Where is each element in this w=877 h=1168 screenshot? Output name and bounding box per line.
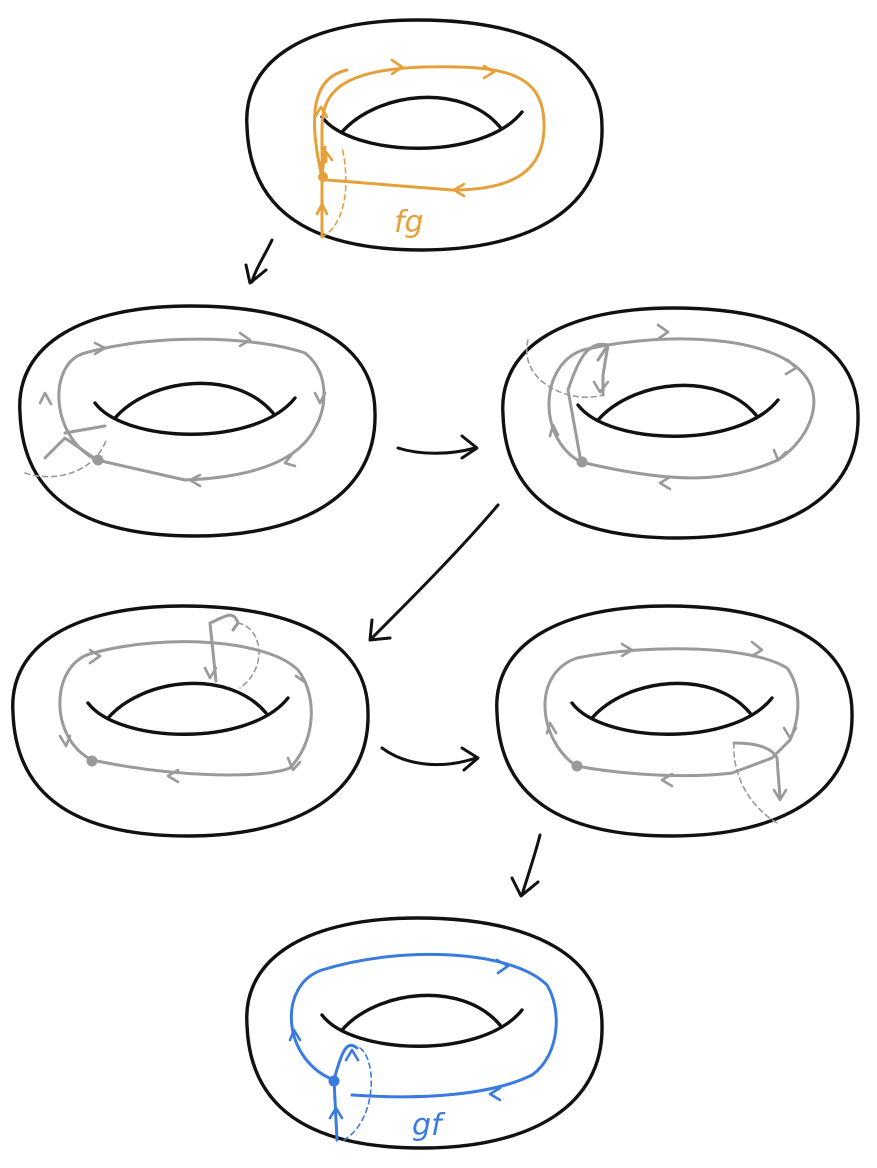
loop-fg <box>312 58 546 239</box>
loop-step-4 <box>543 640 800 824</box>
arrow-4-to-5 <box>380 746 480 772</box>
loop-step-2 <box>525 323 816 491</box>
torus-step-1 <box>18 304 377 538</box>
arrow-1-to-2 <box>244 238 274 285</box>
flow-arrows <box>244 238 542 898</box>
torus-step-3 <box>11 604 370 838</box>
torus-step-4 <box>495 604 854 838</box>
torus-gf: gf <box>245 916 604 1150</box>
torus-fg: fg <box>245 18 604 252</box>
label-fg: fg <box>394 205 424 240</box>
loop-step-3 <box>58 613 313 784</box>
loop-step-1 <box>24 331 327 488</box>
torus-step-2 <box>501 306 860 540</box>
label-gf: gf <box>412 1108 446 1143</box>
arrow-5-to-6 <box>510 833 542 898</box>
arrow-3-to-4 <box>368 503 500 642</box>
arrow-2-to-3 <box>396 434 479 460</box>
loop-gf <box>288 952 558 1142</box>
